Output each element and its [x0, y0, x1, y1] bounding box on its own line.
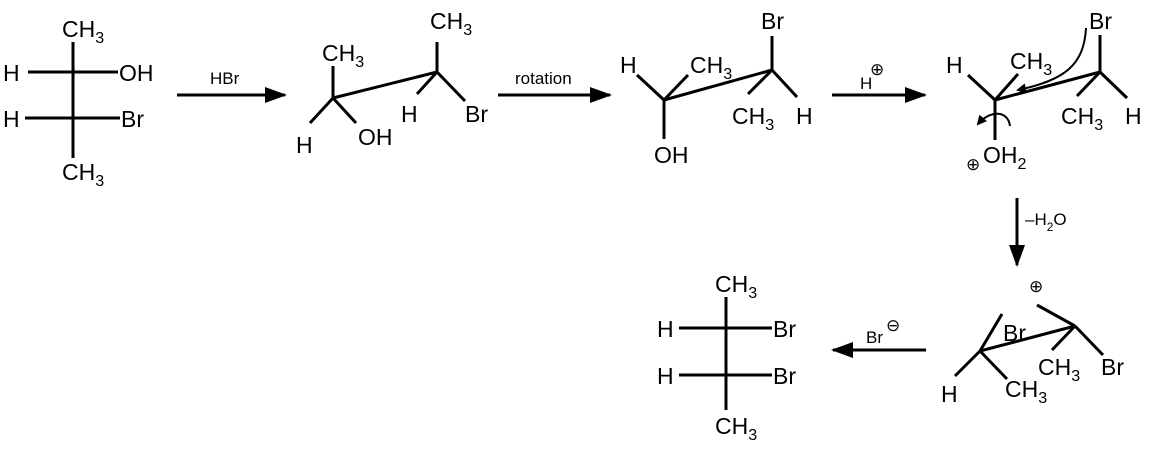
bond: [415, 70, 439, 96]
bond: [635, 73, 666, 102]
bond: [746, 68, 774, 96]
br-label: Br: [1101, 354, 1124, 380]
ch3-label: CH3: [430, 8, 472, 39]
h-label: H: [946, 52, 963, 78]
sawhorse-molecule-2: H CH3 OH Br CH3 H: [620, 8, 813, 168]
proton-label: H: [860, 74, 872, 93]
sawhorse-molecule-1: CH3 H OH CH3 H Br: [296, 8, 488, 158]
positive-charge-icon: ⊕: [966, 155, 980, 175]
positive-charge-icon: ⊕: [1029, 277, 1043, 297]
negative-charge-icon: ⊖: [886, 316, 900, 336]
br-label: Br: [773, 363, 796, 389]
h-label: H: [3, 60, 20, 86]
h-label: H: [941, 381, 958, 407]
bond: [331, 96, 358, 125]
ch3-label: CH3: [1005, 376, 1047, 407]
ch3-label: CH3: [1010, 48, 1052, 79]
reaction-arrow-rotation: rotation: [498, 69, 612, 103]
bond: [308, 96, 335, 125]
bond: [979, 324, 1076, 353]
br-label: Br: [761, 8, 784, 34]
h-label: H: [3, 106, 20, 132]
bond: [1050, 324, 1077, 352]
bond: [1098, 70, 1129, 100]
reaction-arrow-bromide-attack: Br ⊖: [831, 316, 926, 358]
curved-electron-arrow: [1016, 27, 1087, 94]
h-label: H: [620, 52, 637, 78]
br-label: Br: [121, 106, 144, 132]
h-label: H: [401, 101, 418, 127]
protonated-molecule: H CH3 OH2 ⊕ Br CH3 H: [946, 8, 1142, 175]
positive-charge-icon: ⊕: [870, 60, 884, 80]
br-label: Br: [773, 316, 796, 342]
bond: [1075, 70, 1102, 98]
bond: [332, 70, 438, 100]
bond: [993, 73, 1020, 101]
reaction-arrow-hbr: HBr: [177, 69, 287, 103]
reagent-label: HBr: [210, 69, 240, 88]
ch3-label: CH3: [715, 413, 757, 444]
bond: [994, 70, 1101, 102]
ch3-label: CH3: [732, 103, 774, 134]
curved-electron-arrow: [976, 112, 1011, 127]
bond: [1036, 303, 1076, 328]
ch3-label: CH3: [715, 271, 757, 302]
h-label: H: [657, 363, 674, 389]
oh2-label: OH2: [983, 142, 1027, 173]
br-label: Br: [465, 101, 488, 127]
ch3-label: CH3: [1038, 354, 1080, 385]
ch3-label: CH3: [1061, 103, 1103, 134]
h-label: H: [657, 316, 674, 342]
h-label: H: [296, 132, 313, 158]
ch3-label: CH3: [62, 16, 104, 47]
h-label: H: [1125, 103, 1142, 129]
h-label: H: [796, 103, 813, 129]
rotation-label: rotation: [515, 69, 572, 88]
oh-label: OH: [358, 124, 393, 150]
bromide-label: Br: [866, 328, 883, 347]
reaction-arrow-water-loss: –H2O: [1009, 198, 1067, 267]
ch3-label: CH3: [62, 159, 104, 190]
reaction-arrow-protonation: H ⊕: [832, 60, 927, 103]
bond: [435, 70, 467, 103]
bond: [1073, 324, 1105, 357]
bond: [662, 73, 690, 102]
ch3-label: CH3: [690, 52, 732, 83]
oh-label: OH: [654, 142, 689, 168]
fischer-product-molecule: CH3 H Br H Br CH3: [657, 271, 796, 444]
bond: [966, 73, 997, 102]
br-label: Br: [1089, 8, 1112, 34]
ch3-label: CH3: [322, 40, 364, 71]
oh-label: OH: [119, 60, 154, 86]
bond: [663, 68, 773, 102]
water-loss-label: –H2O: [1025, 210, 1067, 234]
bond: [953, 349, 982, 378]
bond: [770, 68, 799, 99]
bond: [978, 313, 1004, 352]
fischer-start-molecule: CH3 H OH H Br CH3: [3, 16, 154, 190]
bond: [978, 349, 1009, 381]
br-label: Br: [1003, 320, 1026, 346]
bromonium-ion: Br ⊕ H CH3 CH3 Br: [941, 277, 1124, 407]
